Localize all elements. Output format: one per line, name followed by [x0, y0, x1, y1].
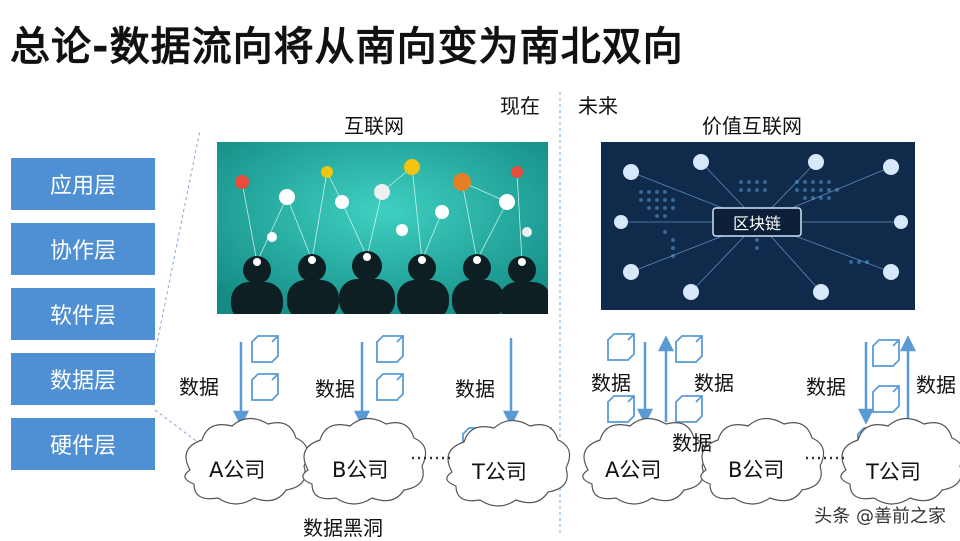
- internet-illustration: [217, 142, 548, 314]
- data-label-rb: 数据: [672, 431, 712, 455]
- cube-l4: [376, 373, 404, 401]
- cube-l3: [376, 335, 404, 363]
- data-label-b: 数据: [315, 377, 355, 401]
- layer-data: 数据层: [11, 353, 155, 405]
- company-a-left: A公司: [209, 458, 266, 482]
- leader-line-top: [154, 129, 201, 354]
- cloud-t-left: [446, 419, 571, 507]
- page-title: 总论-数据流向将从南向变为南北双向: [10, 24, 684, 70]
- company-t-left: T公司: [472, 460, 527, 484]
- future-label: 未来: [578, 94, 618, 118]
- cloud-b-left: [302, 417, 427, 505]
- value-internet-title: 价值互联网: [702, 114, 802, 138]
- cloud-b-right: [700, 417, 825, 505]
- data-black-hole-label: 数据黑洞: [303, 516, 383, 540]
- data-label-ra-in: 数据: [694, 371, 734, 395]
- value-internet-image: 区块链: [601, 142, 915, 310]
- cloud-a-left: [184, 417, 309, 505]
- blockchain-illustration: [601, 142, 915, 310]
- internet-image: [217, 142, 548, 314]
- cube-r1: [607, 333, 635, 361]
- data-label-ra-out: 数据: [591, 371, 631, 395]
- data-label-a: 数据: [179, 375, 219, 399]
- company-b-left: B公司: [332, 458, 389, 482]
- cloud-a-right: [582, 417, 707, 505]
- internet-title: 互联网: [344, 114, 404, 138]
- company-a-right: A公司: [605, 458, 662, 482]
- blockchain-box: [712, 207, 802, 237]
- now-label: 现在: [500, 94, 540, 118]
- cube-r2: [607, 395, 635, 423]
- layer-application: 应用层: [11, 158, 155, 210]
- cube-r6: [872, 385, 900, 413]
- data-label-rt-out: 数据: [806, 375, 846, 399]
- cube-r4: [675, 395, 703, 423]
- cube-l1: [251, 335, 279, 363]
- layer-collaboration: 协作层: [11, 223, 155, 275]
- cube-r5: [872, 339, 900, 367]
- cube-r3: [675, 335, 703, 363]
- cloud-t-right: [840, 417, 960, 505]
- cube-l2: [251, 373, 279, 401]
- layer-software: 软件层: [11, 288, 155, 340]
- data-label-rt-in: 数据: [916, 373, 956, 397]
- company-b-right: B公司: [728, 458, 785, 482]
- company-t-right: T公司: [866, 460, 921, 484]
- blockchain-label: 区块链: [732, 214, 781, 233]
- watermark: 头条 @善前之家: [814, 506, 946, 527]
- layer-hardware: 硬件层: [11, 418, 155, 470]
- data-label-t: 数据: [455, 377, 495, 401]
